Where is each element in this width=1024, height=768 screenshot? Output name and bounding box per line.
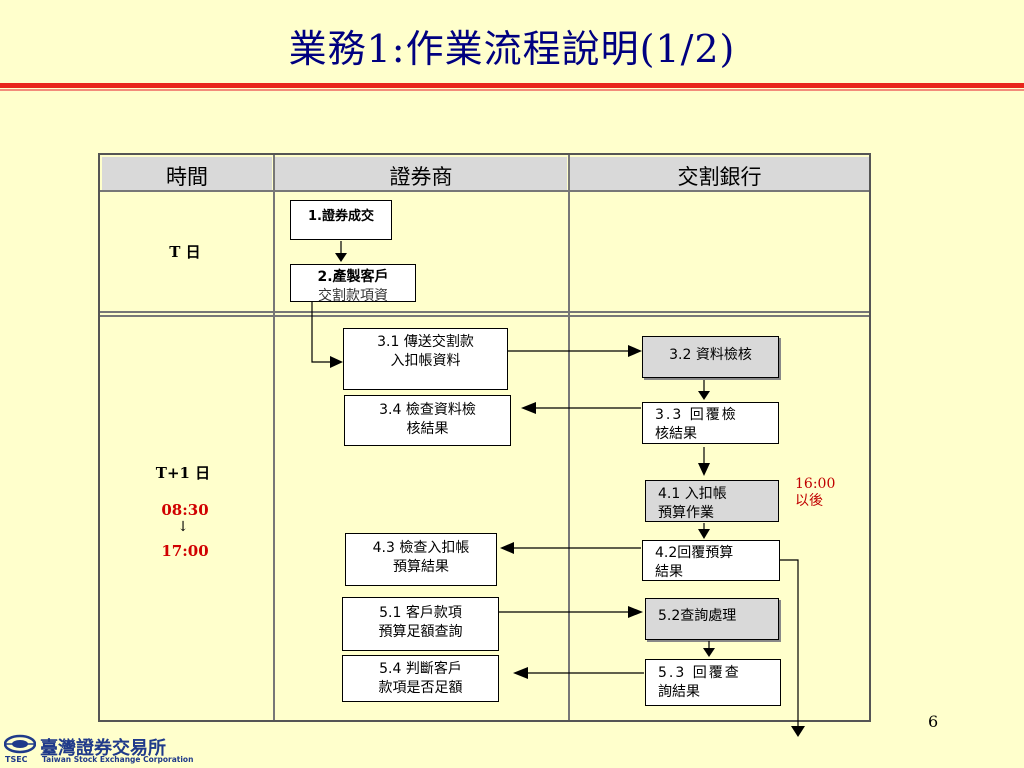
tsec-logo: TSEC 臺灣證券交易所 Taiwan Stock Exchange Corpo… [4,734,193,766]
step-4-3-check-budget: 4.3 檢查入扣帳 預算結果 [345,533,497,586]
time-t-day: T 日 [169,243,201,261]
row-divider-b [100,315,869,317]
page-number: 6 [928,712,939,731]
step-3-1-send-data: 3.1 傳送交割款 入扣帳資料 [343,328,508,390]
header-cell-bank [570,157,869,190]
time-arrow: ↓ [177,519,189,535]
header-cell-broker [275,157,567,190]
header-time: 時間 [166,165,208,189]
step-5-1-query: 5.1 客戶款項 預算足額查詢 [342,597,499,651]
step-5-4-judge: 5.4 判斷客戶 款項是否足額 [342,655,499,702]
deadline-after: 以後 [795,493,823,509]
time-start: 08:30 [161,501,209,519]
deadline-time: 16:00 [795,476,836,492]
step-3-3-reply-check: 3.3 回覆檢 核結果 [642,402,779,444]
step-3-2-data-check: 3.2 資料檢核 [642,336,779,378]
time-t1-day: T+1 日 [155,464,211,482]
row-divider-a [100,311,869,313]
header-broker: 證券商 [389,165,453,189]
step-4-2-reply-budget: 4.2回覆預算 結果 [642,540,780,581]
step-5-3-reply-query: 5.3 回覆查 詢結果 [645,659,781,706]
time-end: 17:00 [161,542,209,560]
page-title: 業務1:作業流程說明(1/2) [288,27,736,71]
step-5-2-query-process: 5.2查詢處理 [645,598,779,640]
logo-chinese: 臺灣證券交易所 [40,738,166,759]
logo-english: Taiwan Stock Exchange Corporation [42,755,194,764]
col-divider-1 [273,155,275,720]
tsec-emblem-icon [4,734,36,754]
title-rule [0,83,1024,88]
step-4-1-debit-budget: 4.1 入扣帳 預算作業 [645,480,779,522]
col-divider-2 [568,155,570,720]
header-bank: 交割銀行 [677,165,762,189]
step-2-generate-settlement: 2.產製客戶 交割款項資 [290,264,416,302]
logo-abbr: TSEC [5,755,28,764]
deadline-note: 16:00 以後 [795,476,835,510]
header-cell-time [102,157,272,190]
title-rule-shadow [0,89,1024,91]
arrowhead-9 [791,726,805,737]
header-divider [100,190,869,192]
step-3-4-check-result: 3.4 檢查資料檢 核結果 [344,395,511,446]
step-1-trade-executed: 1.證券成交 [290,200,392,240]
